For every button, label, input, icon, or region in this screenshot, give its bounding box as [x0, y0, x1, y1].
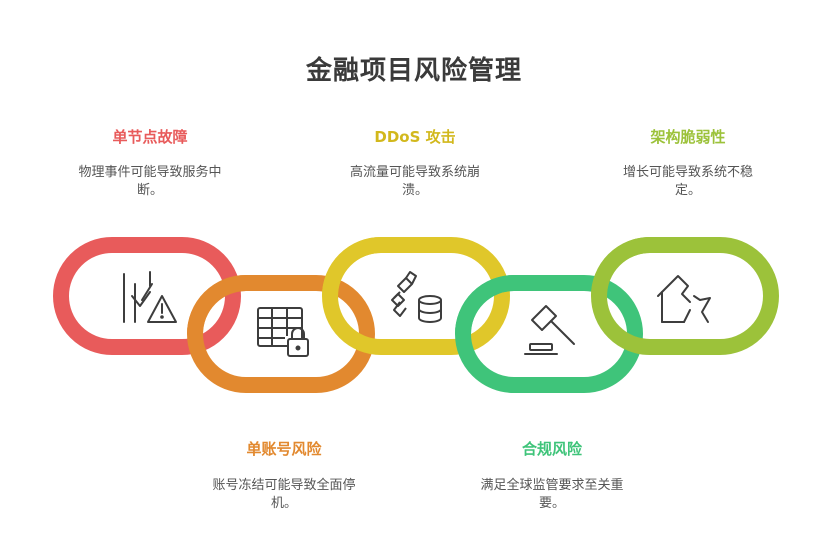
page-title: 金融项目风险管理	[305, 56, 522, 86]
desc-architecture-fragility-line1: 增长可能导致系统不稳	[622, 165, 753, 180]
server-warning-icon	[123, 271, 177, 323]
desc-ddos-attack-line2: 溃。	[401, 183, 428, 198]
desc-single-node-failure-line2: 断。	[136, 183, 163, 198]
label-single-node-failure: 单节点故障	[112, 128, 188, 146]
desc-single-account-risk-line1: 账号冻结可能导致全面停	[212, 478, 356, 493]
desc-compliance-risk-line1: 满足全球监管要求至关重	[480, 478, 624, 493]
label-ddos-attack: DDoS 攻击	[374, 128, 456, 146]
desc-single-node-failure-line1: 物理事件可能导致服务中	[78, 165, 222, 180]
label-single-account-risk: 单账号风险	[246, 440, 322, 458]
satellite-database-icon	[391, 271, 442, 323]
label-architecture-fragility: 架构脆弱性	[650, 128, 726, 146]
desc-ddos-attack-line1: 高流量可能导致系统崩	[349, 165, 480, 180]
desc-compliance-risk-line2: 要。	[538, 496, 565, 511]
broken-house-icon	[657, 275, 711, 323]
desc-single-account-risk-line2: 机。	[270, 496, 297, 511]
label-compliance-risk: 合规风险	[521, 440, 582, 458]
gavel-icon	[524, 305, 575, 355]
locked-table-icon	[257, 307, 309, 357]
chain-link-red	[53, 237, 241, 355]
desc-architecture-fragility-line2: 定。	[674, 183, 701, 198]
